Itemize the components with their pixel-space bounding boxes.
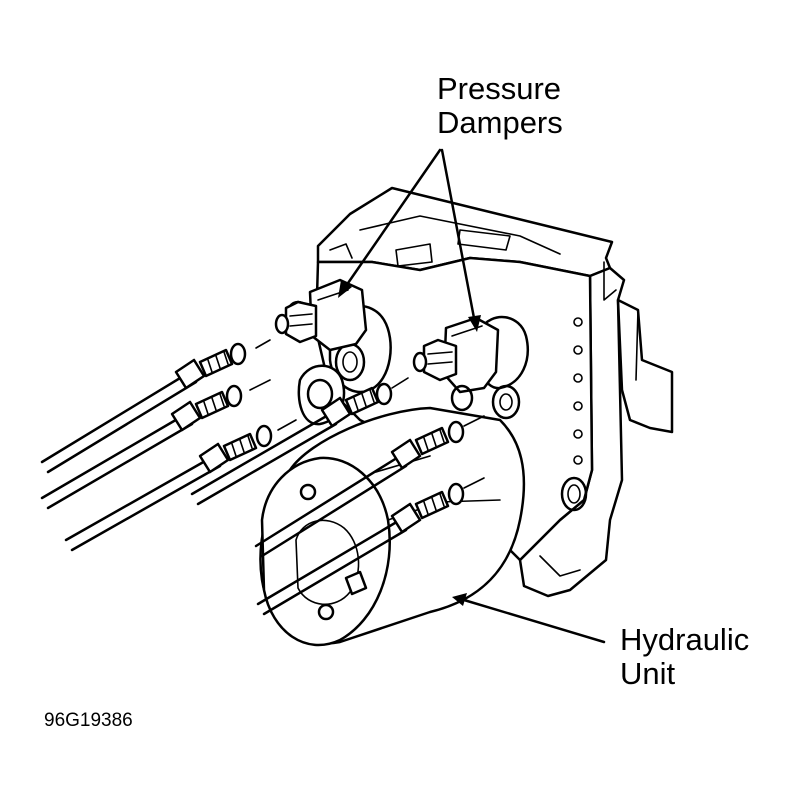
pressure-damper-left [274,278,368,352]
figure-code: 96G19386 [44,710,133,731]
pressure-damper-right [412,316,500,412]
leader-lines [338,148,606,644]
hydraulic-unit-label-line2: Unit [620,656,676,691]
pressure-dampers-label-line1: Pressure [437,71,562,106]
brake-lines [40,339,485,616]
pressure-dampers-label-line2: Dampers [437,105,563,140]
hydraulic-unit-label-line1: Hydraulic [620,622,750,657]
